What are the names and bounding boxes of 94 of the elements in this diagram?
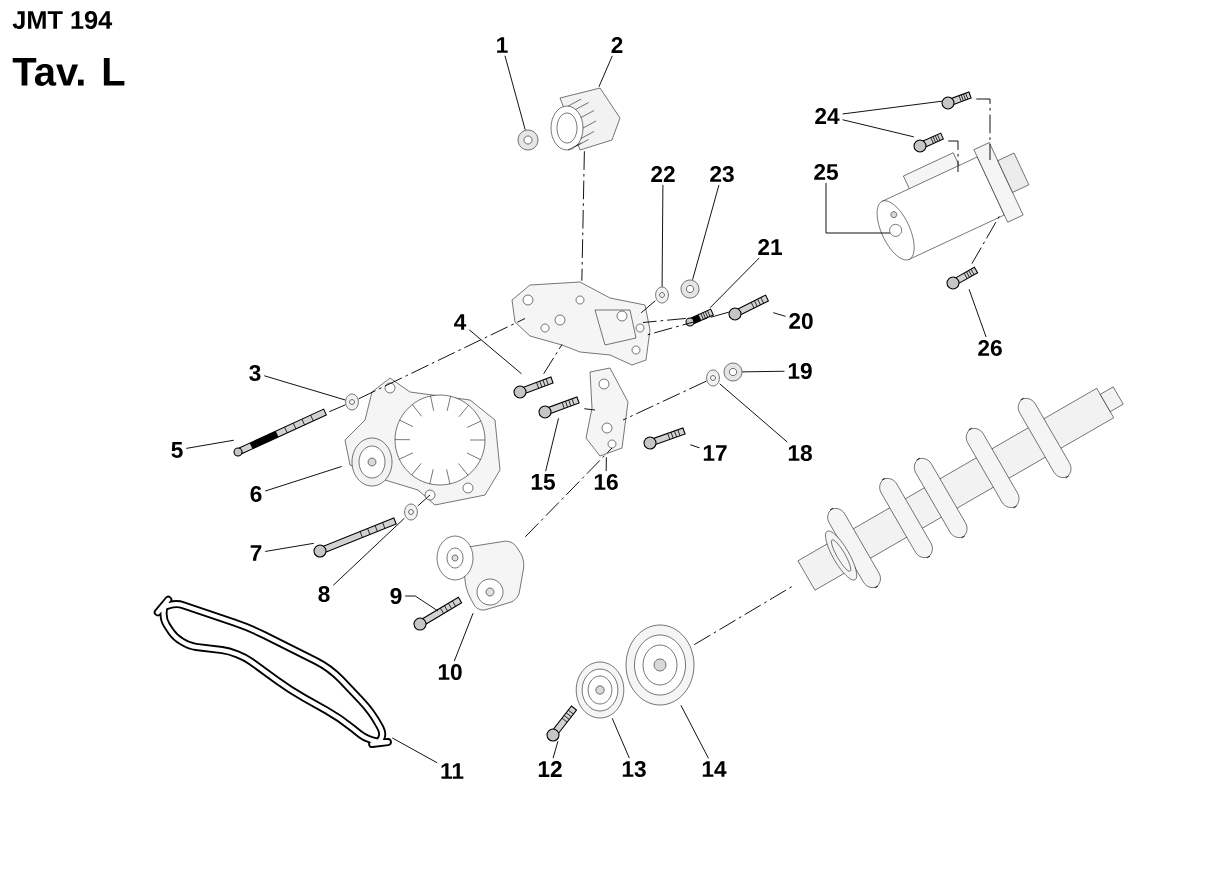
leader-line [504, 55, 526, 131]
callout-number: 10 [438, 664, 462, 681]
callout-number: 21 [758, 239, 782, 255]
leader-line [842, 100, 943, 115]
leader-line [468, 329, 522, 375]
assembly-line [637, 300, 656, 316]
washer-drawing [706, 369, 720, 387]
callout-number: 3 [249, 364, 261, 382]
callout-number: 14 [702, 761, 727, 777]
bolt-drawing [513, 376, 554, 399]
bracket-drawing [585, 367, 629, 457]
leader-line [453, 612, 474, 662]
leader-line [332, 517, 405, 586]
pulley-drawing [550, 87, 621, 151]
alternator-drawing [344, 377, 501, 506]
assembly-line [642, 318, 687, 323]
nut-drawing [517, 129, 539, 151]
assembly-line [644, 311, 730, 336]
leader-line [605, 456, 607, 472]
leader-line [263, 375, 346, 401]
bolt-drawing [728, 294, 770, 321]
leader-line [264, 542, 315, 552]
leader-line [404, 595, 439, 612]
bolt-drawing [941, 91, 972, 110]
nut-drawing [680, 279, 700, 299]
nut-drawing [723, 362, 743, 382]
callout-number: 23 [710, 165, 734, 183]
callout-number: 7 [250, 545, 262, 561]
callout-number: 25 [814, 164, 838, 181]
assembly-line [583, 408, 596, 411]
assembly-line [971, 214, 1001, 265]
leader-line [692, 184, 720, 281]
leader-line [709, 257, 760, 309]
callout-number: 5 [171, 442, 183, 458]
bolt-drawing [946, 266, 979, 290]
callout-number: 26 [978, 340, 1002, 357]
plate-label: Tav. L [12, 58, 125, 86]
assembly-line [947, 140, 959, 173]
bolt-drawing [538, 396, 580, 419]
callout-number: 24 [815, 108, 840, 124]
leader-line [391, 737, 438, 764]
assembly-line [358, 318, 526, 400]
leader-line [741, 370, 785, 373]
leader-line [772, 312, 786, 317]
callout-number: 15 [531, 474, 555, 490]
bolt-drawing [413, 596, 463, 631]
washer-drawing [345, 393, 359, 411]
callout-number: 20 [789, 313, 813, 330]
bolt-drawing [546, 705, 578, 742]
leader-line [719, 383, 788, 443]
callout-number: 2 [611, 37, 623, 53]
bolt-drawing [643, 427, 686, 450]
callout-number: 8 [318, 586, 330, 603]
callout-number: 11 [441, 763, 464, 779]
leader-line [689, 444, 700, 449]
leader-line [545, 417, 559, 472]
title: JMT 194 [12, 11, 113, 29]
bracket-drawing [511, 281, 651, 366]
assembly-line [524, 447, 613, 538]
tensioner-drawing [436, 535, 525, 611]
callout-number: 16 [594, 474, 618, 491]
leader-line [680, 704, 709, 759]
bolt-drawing [313, 517, 397, 558]
assembly-line [417, 494, 431, 507]
leader-line [598, 55, 613, 88]
leader-line [264, 465, 343, 492]
callout-number: 18 [788, 445, 812, 462]
leader-line [185, 439, 235, 449]
callout-number: 17 [703, 445, 727, 461]
assembly-line [581, 150, 585, 282]
callout-number: 4 [454, 314, 467, 330]
callout-number: 6 [250, 486, 262, 503]
leader-line [611, 717, 630, 759]
callout-number: 13 [622, 760, 646, 778]
callout-number: 1 [497, 37, 508, 53]
callout-number: 9 [390, 588, 402, 605]
leader-line [661, 184, 664, 288]
stud-drawing [685, 308, 714, 327]
assembly-line [543, 344, 563, 375]
leader-line [842, 119, 915, 138]
callout-number: 22 [651, 166, 675, 182]
leader-line [968, 288, 987, 338]
callout-number: 12 [538, 761, 562, 777]
pulley-drawing [625, 624, 695, 706]
washer-drawing [655, 286, 669, 304]
assembly-line [622, 380, 707, 421]
stud-drawing [233, 408, 327, 457]
callout-number: 19 [788, 363, 812, 380]
pulley-drawing [575, 661, 625, 719]
bolt-drawing [913, 132, 944, 153]
starter-motor-drawing [876, 142, 1030, 261]
assembly-line [693, 585, 794, 646]
leader-line [552, 740, 559, 759]
washer-drawing [404, 503, 418, 521]
